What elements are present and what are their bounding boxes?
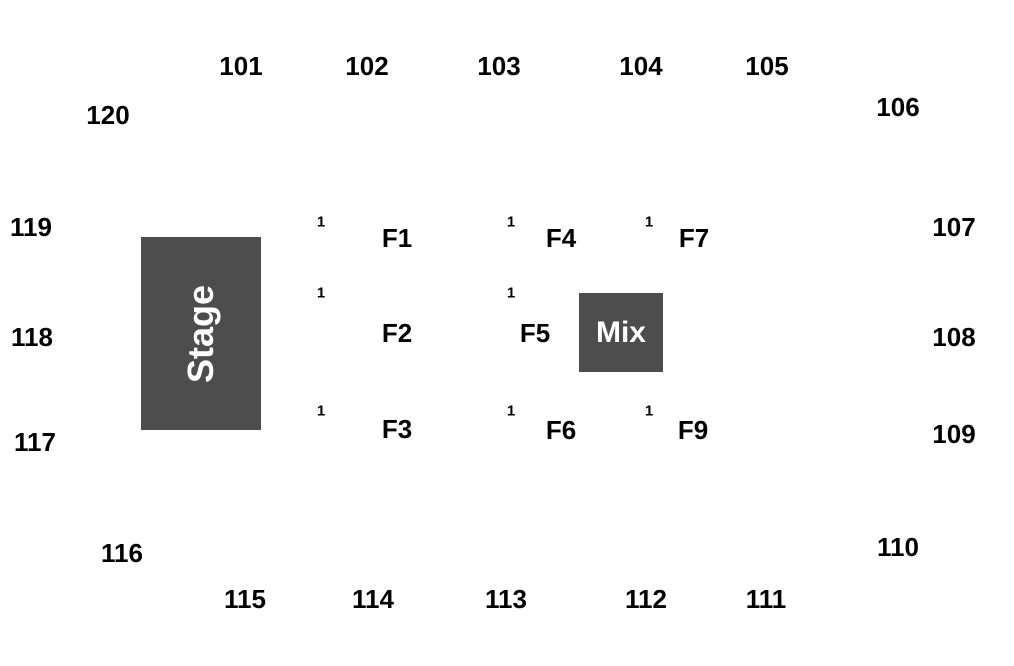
section-113[interactable]: 113 [485,584,527,614]
section-120[interactable]: 120 [86,100,130,130]
row-marker-f3: 1 [316,402,326,420]
row-marker-f9: 1 [644,402,654,420]
section-115[interactable]: 115 [224,584,266,614]
floor-section-f6[interactable]: F6 [545,415,577,445]
row-marker-f4: 1 [506,213,516,231]
floor-section-f9[interactable]: F9 [677,415,709,445]
floor-section-f7[interactable]: F7 [678,223,710,253]
floor-section-f5[interactable]: F5 [519,318,551,348]
stage-label: Stage [179,284,221,383]
section-107[interactable]: 107 [932,212,976,242]
section-117[interactable]: 117 [14,427,56,457]
row-marker-f1: 1 [316,213,326,231]
mix-label: Mix [595,315,646,349]
floor-section-f2[interactable]: F2 [381,318,413,348]
section-116[interactable]: 116 [101,538,143,568]
mix-block: Mix [579,293,663,372]
section-106[interactable]: 106 [876,92,920,122]
section-101[interactable]: 101 [219,51,263,81]
section-102[interactable]: 102 [345,51,389,81]
section-104[interactable]: 104 [619,51,663,81]
stage-block: Stage [141,237,261,430]
section-119[interactable]: 119 [10,212,52,242]
section-111[interactable]: 111 [745,584,787,614]
floor-section-f3[interactable]: F3 [381,414,413,444]
section-112[interactable]: 112 [625,584,667,614]
row-marker-f7: 1 [644,213,654,231]
section-118[interactable]: 118 [11,322,53,352]
section-105[interactable]: 105 [745,51,789,81]
section-108[interactable]: 108 [932,322,976,352]
floor-section-f1[interactable]: F1 [381,223,413,253]
floor-section-f4[interactable]: F4 [545,223,577,253]
row-marker-f6: 1 [506,402,516,420]
section-114[interactable]: 114 [352,584,394,614]
section-110[interactable]: 110 [877,532,919,562]
row-marker-f2: 1 [316,284,326,302]
row-marker-f5: 1 [506,284,516,302]
section-103[interactable]: 103 [477,51,521,81]
section-109[interactable]: 109 [932,419,976,449]
